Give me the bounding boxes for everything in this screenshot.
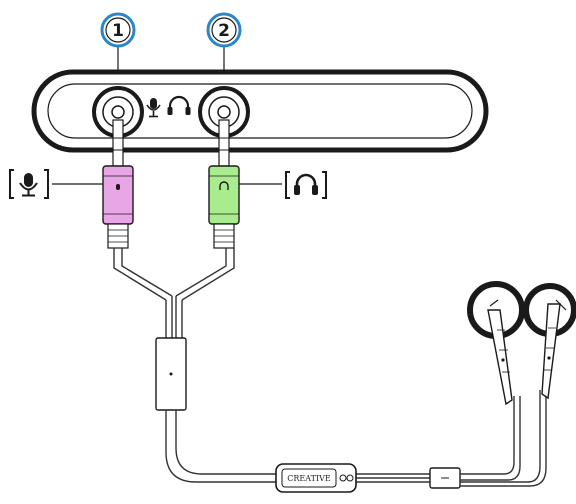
callout-1-number: 1 [112,21,124,41]
inline-remote-brand-text: CREATIVE [287,474,331,483]
cable-y-split [114,248,234,338]
earphone-split-block [430,468,460,488]
inline-remote: CREATIVE [276,464,356,492]
earbud-cables [460,390,546,486]
mic-plug-housing [103,166,133,224]
right-earbud [526,286,574,398]
mic-label-microphone-icon [20,173,37,196]
left-earbud [470,284,522,404]
headphone-label-headphone-icon [294,175,318,195]
cable-splitter-block [156,338,186,410]
headphone-plug-housing [209,166,239,224]
mic-label [10,170,103,198]
headphone-label [239,172,326,198]
callout-2-number: 2 [218,21,230,41]
mic-plug-microphone-icon [116,184,120,190]
